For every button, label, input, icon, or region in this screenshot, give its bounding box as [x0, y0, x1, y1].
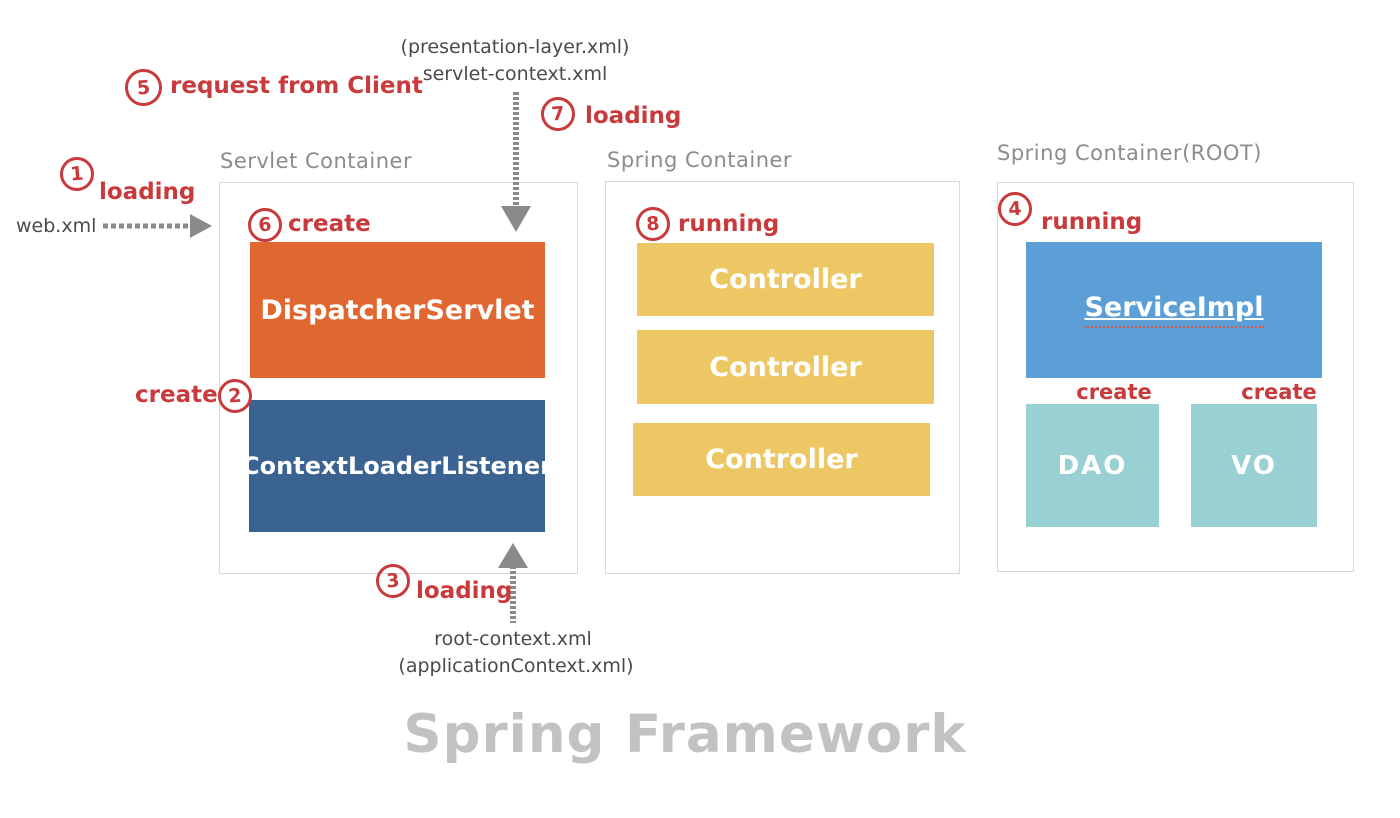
web-xml-arrow: [103, 214, 212, 238]
context-loader-listener-box: ContextLoaderListener: [242, 400, 552, 532]
controller-box-2: Controller: [637, 330, 934, 404]
dispatcher-servlet-box: DispatcherServlet: [250, 242, 545, 378]
root-container-label: Spring Container(ROOT): [997, 141, 1262, 165]
create-dao-label: create: [1076, 380, 1152, 404]
spring-container-label: Spring Container: [607, 148, 793, 172]
service-impl-label: ServiceImpl: [1084, 292, 1264, 328]
servlet-context-xml-label: servlet-context.xml: [422, 63, 608, 85]
step-6-label: create: [288, 211, 371, 237]
controller-box-1: Controller: [637, 243, 934, 316]
web-xml-label: web.xml: [16, 215, 97, 237]
root-context-xml-label: root-context.xml: [434, 628, 592, 650]
step-5-label: request from Client: [170, 73, 423, 99]
step-2-label: create: [135, 382, 218, 408]
step-3-label: loading: [416, 578, 513, 604]
step-7-circle: 7: [539, 95, 577, 133]
step-1-label: loading: [99, 179, 196, 205]
step-1-circle: 1: [58, 155, 96, 193]
step-7-label: loading: [585, 103, 682, 129]
diagram-title: Spring Framework: [403, 704, 967, 765]
create-vo-label: create: [1241, 380, 1317, 404]
step-4-label: running: [1041, 209, 1143, 235]
vo-box: VO: [1191, 404, 1317, 527]
dao-box: DAO: [1026, 404, 1159, 527]
application-context-xml-label: (applicationContext.xml): [398, 655, 634, 677]
step-8-label: running: [678, 211, 780, 237]
presentation-layer-xml-label: (presentation-layer.xml): [400, 36, 630, 58]
controller-box-3: Controller: [633, 423, 930, 496]
service-impl-box: ServiceImpl: [1026, 242, 1322, 378]
servlet-container-label: Servlet Container: [220, 149, 413, 173]
step-5-circle: 5: [123, 67, 164, 108]
